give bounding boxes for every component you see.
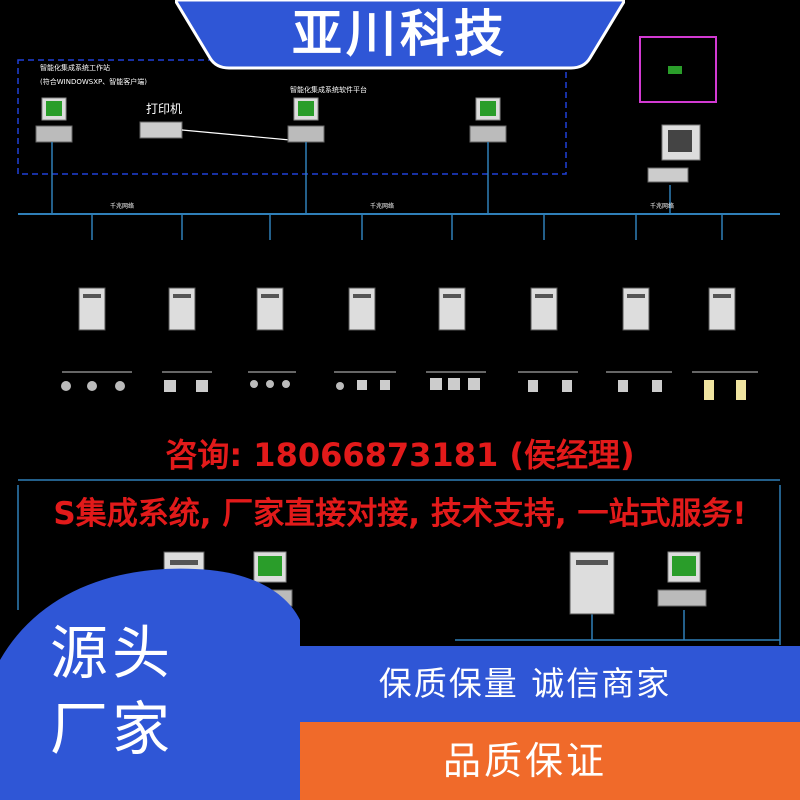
server-column [334, 214, 396, 390]
display-screen [639, 36, 717, 103]
quality-banner-text: 保质保量 诚信商家 [378, 664, 672, 703]
service-slogan: S集成系统, 厂家直接对接, 技术支持, 一站式服务! [53, 496, 747, 532]
network-label-2: 千兆网络 [370, 202, 394, 210]
brand-title: 亚川科技 [292, 5, 508, 63]
printer-icon [139, 121, 291, 141]
server-column [162, 214, 212, 392]
workstation-icon-2 [287, 97, 325, 143]
server-column [61, 214, 132, 391]
lower-server-icon-2 [569, 551, 615, 615]
corner-text-line1: 源头 [50, 619, 175, 687]
workstation-icon-1 [35, 97, 73, 143]
lower-workstation-icon-2 [657, 551, 707, 607]
printer-label: 打印机 [146, 102, 182, 116]
workstation-label-1: 智能化集成系统工作站 [40, 63, 110, 72]
platform-label: 智能化集成系统软件平台 [290, 85, 367, 94]
quality-banner: 保质保量 诚信商家 [250, 646, 800, 722]
corner-text-line2: 厂家 [50, 695, 175, 763]
source-factory-badge [0, 560, 300, 800]
network-label-1: 千兆网络 [110, 202, 134, 210]
workstation-label-2: (符合WINDOWSXP、智能客户端) [40, 77, 147, 86]
server-column [606, 214, 672, 392]
server-column [692, 214, 758, 400]
guarantee-banner-text: 品质保证 [442, 739, 607, 783]
workstation-icon-3 [469, 97, 507, 143]
guarantee-banner: 品质保证 [250, 722, 800, 800]
server-column [426, 214, 486, 390]
brand-banner: 亚川科技 [175, 0, 625, 72]
server-column [518, 214, 578, 392]
server-columns [61, 214, 758, 400]
control-terminal-icon [647, 124, 701, 183]
network-label-3: 千兆网络 [650, 202, 674, 210]
consult-phone-text: 咨询: 18066873181 (侯经理) [165, 436, 635, 474]
server-column [248, 214, 296, 388]
